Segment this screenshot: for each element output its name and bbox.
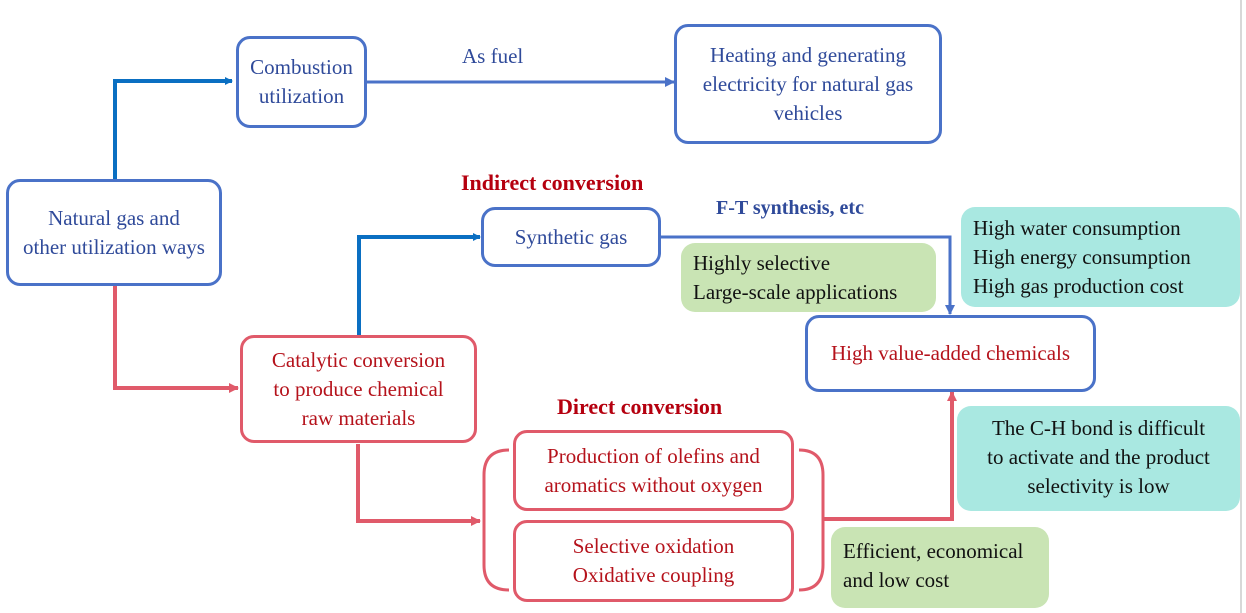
- node-root-line: other utilization ways: [23, 234, 205, 259]
- label-direct-conversion: Direct conversion: [557, 394, 723, 419]
- node-olefins: Production of olefins and aromatics with…: [513, 430, 794, 511]
- node-oxidation: Selective oxidation Oxidative coupling: [513, 520, 794, 602]
- node-combustion: Combustion utilization: [236, 36, 367, 128]
- arrow-root-to-catalytic: [113, 285, 239, 393]
- bracket-right: [798, 448, 825, 592]
- node-combustion-line: utilization: [258, 84, 345, 108]
- node-catalytic-line: raw materials: [301, 405, 416, 430]
- note-line: Efficient, economical: [843, 539, 1024, 563]
- note-line: Large-scale applications: [693, 280, 898, 304]
- label-ft-synthesis: F-T synthesis, etc: [716, 197, 864, 219]
- node-synthetic-gas: Synthetic gas: [481, 207, 661, 267]
- note-line: and low cost: [843, 568, 950, 592]
- note-direct-pros: Efficient, economical and low cost: [831, 527, 1049, 608]
- node-heating-line: electricity for natural gas: [702, 71, 914, 96]
- arrow-catalytic-to-direct: [356, 444, 481, 526]
- node-olefins-line: aromatics without oxygen: [544, 472, 763, 497]
- arrow-synthetic-gas-to-chemicals: [660, 235, 955, 315]
- node-chemicals: High value-added chemicals: [805, 315, 1096, 392]
- note-line: selectivity is low: [1027, 474, 1170, 498]
- label-as-fuel: As fuel: [462, 44, 524, 68]
- node-root-line: Natural gas and: [48, 205, 180, 230]
- node-heating-line: vehicles: [773, 100, 843, 125]
- note-line: High energy consumption: [973, 245, 1191, 269]
- node-heating: Heating and generating electricity for n…: [674, 24, 942, 144]
- node-combustion-line: Combustion: [250, 55, 353, 79]
- node-oxidation-line: Selective oxidation: [572, 534, 735, 558]
- note-line: High gas production cost: [973, 274, 1184, 298]
- right-edge-divider: [1240, 0, 1242, 613]
- node-root: Natural gas and other utilization ways: [6, 179, 222, 286]
- node-chemicals-line: High value-added chemicals: [830, 341, 1071, 365]
- node-catalytic: Catalytic conversion to produce chemical…: [240, 335, 477, 443]
- note-line: The C-H bond is difficult: [991, 416, 1206, 440]
- arrow-root-to-combustion: [113, 77, 233, 180]
- bracket-left: [482, 448, 510, 592]
- arrow-direct-to-chemicals: [823, 391, 957, 521]
- node-synthetic-gas-line: Synthetic gas: [514, 224, 628, 249]
- label-indirect-conversion: Indirect conversion: [461, 170, 644, 195]
- arrow-catalytic-to-synthetic-gas: [357, 233, 481, 336]
- node-heating-line: Heating and generating: [710, 42, 906, 67]
- note-line: Highly selective: [693, 251, 831, 275]
- node-oxidation-line: Oxidative coupling: [572, 563, 735, 587]
- note-indirect-pros: Highly selective Large-scale application…: [681, 243, 936, 312]
- note-indirect-cons: High water consumption High energy consu…: [961, 207, 1240, 307]
- node-catalytic-line: to produce chemical: [273, 376, 444, 401]
- note-direct-cons: The C-H bond is difficult to activate an…: [957, 406, 1240, 511]
- node-catalytic-line: Catalytic conversion: [271, 347, 446, 372]
- note-line: to activate and the product: [987, 445, 1210, 469]
- note-line: High water consumption: [973, 216, 1181, 240]
- node-olefins-line: Production of olefins and: [547, 443, 760, 468]
